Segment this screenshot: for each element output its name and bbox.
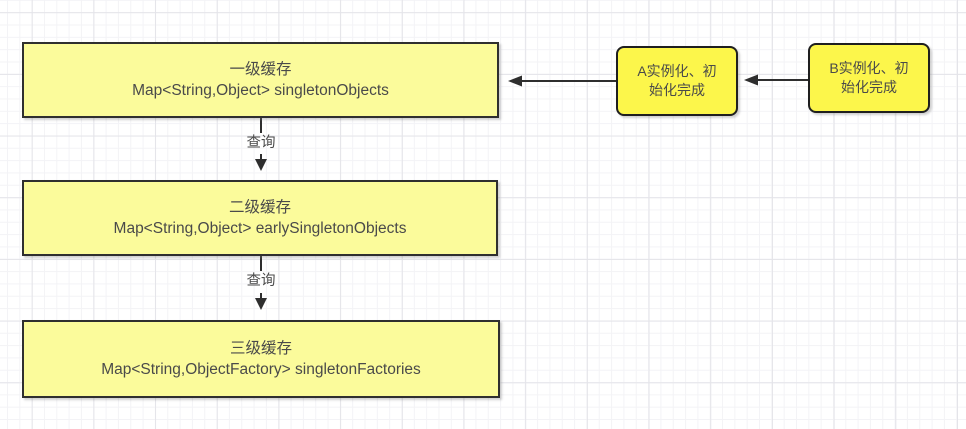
- arrow-beanB-to-beanA: [744, 74, 808, 86]
- edge-label-query-1: 查询: [246, 135, 276, 151]
- node-level3-cache: 三级缓存 Map<String,ObjectFactory> singleton…: [22, 320, 500, 398]
- arrow-cache2-to-cache3: [255, 255, 267, 310]
- arrow-cache1-to-cache2: [255, 117, 267, 171]
- node-label-line: B实例化、初: [829, 60, 909, 76]
- node-title: 一级缓存: [229, 61, 292, 78]
- edge-label-query-2: 查询: [246, 273, 276, 289]
- node-code: Map<String,ObjectFactory> singletonFacto…: [101, 361, 421, 378]
- node-level1-cache: 一级缓存 Map<String,Object> singletonObjects: [22, 42, 499, 118]
- arrow-beanA-to-cache1: [508, 75, 616, 87]
- node-code: Map<String,Object> earlySingletonObjects: [113, 220, 407, 237]
- node-code: Map<String,Object> singletonObjects: [132, 82, 389, 99]
- node-title: 三级缓存: [229, 340, 292, 357]
- node-level2-cache: 二级缓存 Map<String,Object> earlySingletonOb…: [22, 180, 498, 256]
- node-label-line: 始化完成: [841, 79, 897, 95]
- node-beanA-initialized: A实例化、初 始化完成: [616, 46, 738, 116]
- node-title: 二级缓存: [228, 199, 291, 216]
- node-beanB-initialized: B实例化、初 始化完成: [808, 43, 930, 113]
- node-label-line: 始化完成: [649, 82, 705, 98]
- node-label-line: A实例化、初: [637, 63, 717, 79]
